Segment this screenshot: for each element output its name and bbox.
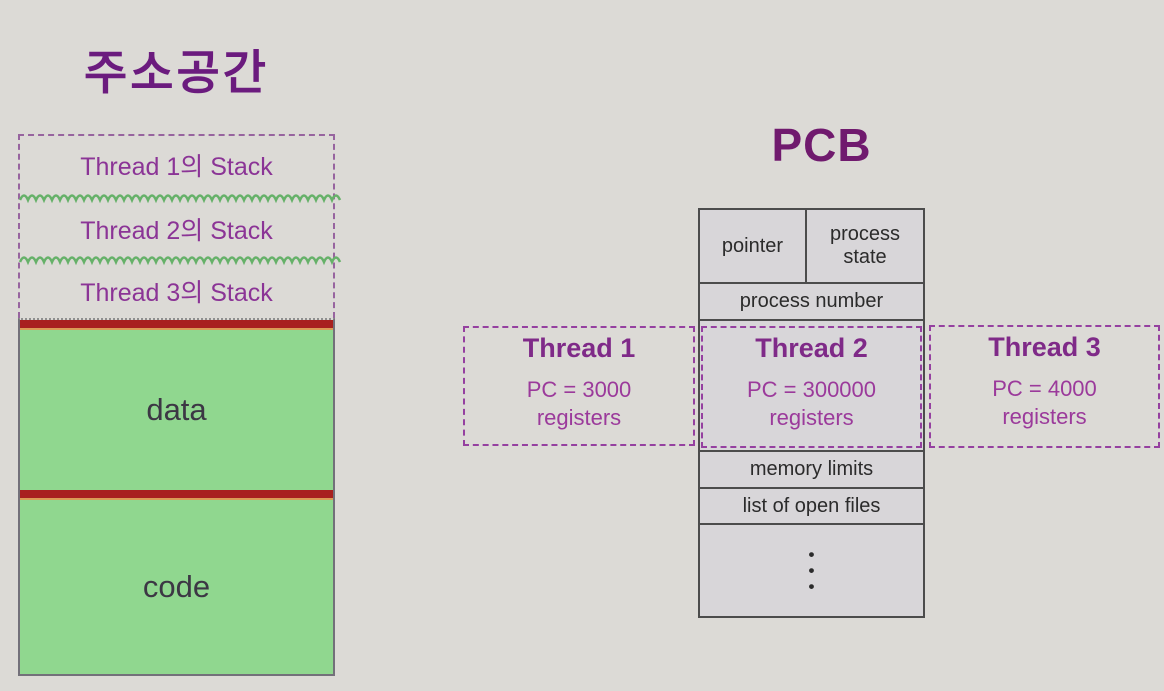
pcb-cell-process-number: process number	[700, 284, 923, 321]
ellipsis-dot: •	[808, 560, 815, 580]
thread2-context-box: Thread 2 PC = 300000 registers	[701, 326, 922, 448]
thread1-stack-label: Thread 1의 Stack	[80, 153, 273, 181]
thread3-context-box: Thread 3 PC = 4000 registers	[929, 325, 1160, 448]
thread3-name: Thread 3	[988, 332, 1101, 362]
thread3-stack-box: Thread 3의 Stack	[20, 264, 333, 318]
thread1-context-box: Thread 1 PC = 3000 registers	[463, 326, 695, 446]
data-segment: data	[20, 330, 333, 490]
thread2-stack-box: Thread 2의 Stack	[20, 202, 333, 256]
thread1-stack-box: Thread 1의 Stack	[20, 136, 333, 194]
thread2-pc: PC = 300000	[746, 377, 877, 402]
pcb-table: pointer process state process number mem…	[698, 208, 925, 618]
pcb-cell-ellipsis: • • •	[700, 525, 923, 616]
segment-divider-bar	[20, 490, 333, 500]
thread-stacks-group: Thread 1의 Stack Thread 2의 Stack Thread 3…	[18, 134, 342, 318]
zigzag-divider	[18, 194, 342, 204]
segment-divider-bar	[20, 320, 333, 330]
pcb-cell-process-state: process state	[829, 223, 901, 268]
ellipsis-dot: •	[808, 576, 815, 596]
pcb-cell-pointer: pointer	[700, 210, 807, 282]
code-segment: code	[20, 500, 333, 674]
pcb-title: PCB	[771, 119, 872, 171]
thread2-stack-label: Thread 2의 Stack	[80, 217, 273, 245]
memory-segments-group: data code	[18, 318, 335, 676]
code-segment-label: code	[142, 569, 211, 604]
pcb-cell-memory-limits: memory limits	[700, 452, 923, 489]
ellipsis-dot: •	[808, 544, 815, 564]
thread2-registers: registers	[769, 405, 854, 430]
thread1-name: Thread 1	[522, 333, 636, 363]
pcb-thread-context-zone	[700, 321, 923, 452]
thread3-registers: registers	[1002, 404, 1087, 429]
zigzag-divider	[18, 256, 342, 266]
pcb-row-pointer-state: pointer process state	[700, 210, 923, 284]
thread1-pc: PC = 3000	[526, 377, 632, 402]
data-segment-label: data	[146, 392, 207, 427]
pcb-cell-open-files: list of open files	[700, 489, 923, 525]
thread2-name: Thread 2	[755, 333, 868, 363]
address-space-title: 주소공간	[84, 46, 269, 99]
thread3-pc: PC = 4000	[992, 376, 1097, 401]
thread3-stack-label: Thread 3의 Stack	[80, 279, 273, 307]
thread1-registers: registers	[536, 405, 622, 430]
